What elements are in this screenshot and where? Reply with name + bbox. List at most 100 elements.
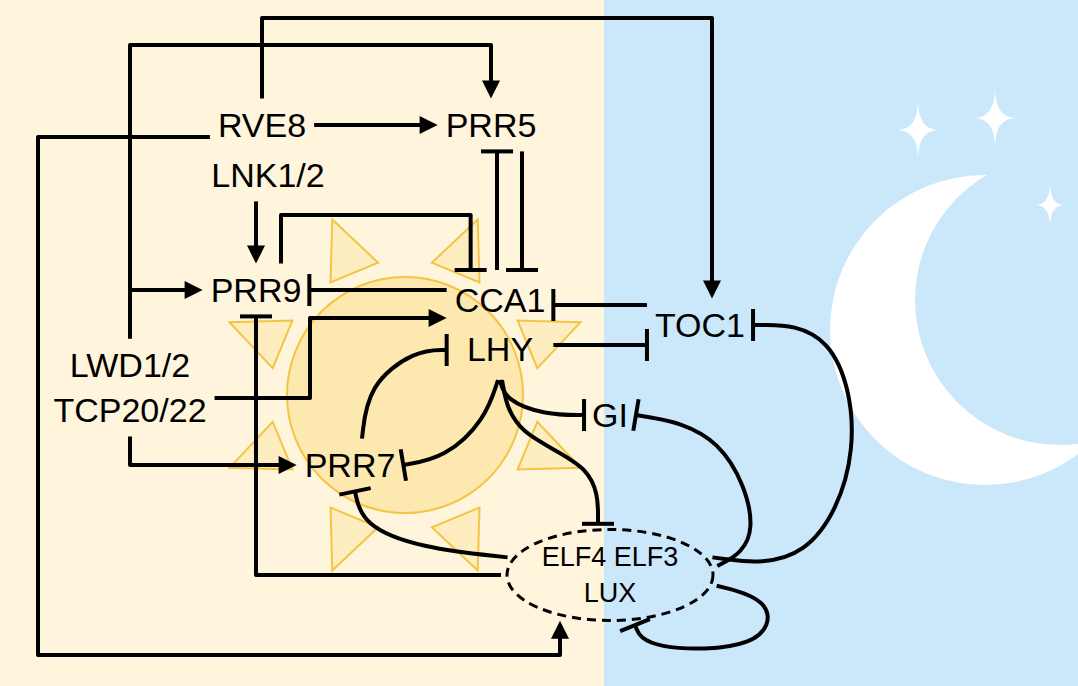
- sun-ray: [432, 508, 480, 571]
- gene-node: PRR7: [301, 443, 400, 488]
- arrow-head: [279, 456, 297, 474]
- gene-label: LHY: [455, 325, 546, 374]
- arrow-head: [551, 621, 569, 639]
- connector-line: [281, 215, 471, 270]
- arrow-head: [482, 81, 500, 99]
- gene-label: LWD1/2: [70, 345, 190, 386]
- connector-line: [254, 201, 258, 251]
- connector-line: [502, 380, 598, 524]
- gene-node: PRR9: [207, 268, 306, 313]
- gene-label: TOC1: [655, 305, 745, 346]
- regulation-connector: [620, 586, 767, 649]
- label-group: TCP20/22: [53, 390, 206, 431]
- label-group: GI: [592, 395, 628, 436]
- regulation-connector: [130, 45, 500, 339]
- connector-line: [130, 436, 285, 465]
- arrow-head: [703, 281, 721, 299]
- label-group: CCA1LHY: [455, 276, 546, 374]
- inhibition-bar: [481, 149, 513, 153]
- sun-ray: [230, 321, 293, 369]
- label-group: TOC1: [655, 305, 745, 346]
- connector-line: [262, 18, 712, 287]
- gene-node: TOC1: [651, 303, 749, 348]
- inhibition-bar: [240, 314, 272, 318]
- inhibition-bar: [445, 334, 449, 366]
- arrow-head: [247, 246, 265, 264]
- gene-label: LNK1/2: [211, 155, 324, 196]
- sun-ray: [331, 220, 379, 283]
- label-group: PRR7: [305, 445, 396, 486]
- inhibition-bar: [551, 289, 555, 321]
- regulation-connector: [481, 151, 513, 270]
- regulation-connector: [240, 316, 501, 575]
- regulation-connector: [130, 281, 203, 339]
- star: [1035, 183, 1065, 227]
- connector-line: [130, 45, 491, 339]
- inhibition-bar: [633, 399, 638, 431]
- complex-outline: [505, 528, 715, 623]
- gene-label: RVE8: [218, 105, 306, 146]
- regulation-connector: [712, 309, 851, 561]
- connector-line: [712, 325, 851, 561]
- regulation-connector: [281, 215, 487, 270]
- regulation-connector: [506, 151, 538, 270]
- star: [897, 100, 939, 160]
- regulation-connector: [633, 399, 750, 566]
- complex-outline: [507, 530, 713, 621]
- inhibition-bar: [751, 309, 755, 341]
- connector-line: [215, 318, 435, 398]
- gene-node: PRR5: [442, 103, 541, 148]
- complex-ellipse: ELF4 ELF3 LUX: [505, 528, 715, 623]
- connector-line: [256, 316, 501, 575]
- gene-node: LWD1/2: [66, 343, 194, 388]
- regulation-connector: [401, 380, 498, 481]
- gene-label: ELF4 ELF3 LUX: [535, 540, 685, 610]
- label-group: PRR5: [446, 105, 537, 146]
- connector-line: [38, 137, 560, 655]
- regulation-connector: [500, 380, 584, 431]
- arrow-head: [429, 309, 447, 327]
- regulation-connector: [309, 274, 446, 306]
- inhibition-bar: [582, 522, 614, 526]
- inhibition-bar: [582, 399, 586, 431]
- label-group: RVE8: [218, 105, 306, 146]
- arrow-head: [185, 281, 203, 299]
- label-group: LWD1/2: [70, 345, 190, 386]
- label-group: LNK1/2: [211, 155, 324, 196]
- regulation-connector: [553, 329, 647, 361]
- inhibition-bar: [455, 268, 487, 272]
- regulation-connector: [38, 137, 569, 655]
- connector-line: [309, 288, 446, 292]
- connector-line: [355, 491, 508, 557]
- gene-label: PRR5: [446, 105, 537, 146]
- connector-line: [403, 380, 498, 465]
- sun-ray: [331, 508, 379, 571]
- label-group: ELF4 ELF3 LUX: [535, 540, 685, 610]
- regulation-connector: [215, 309, 447, 398]
- inhibition-bar: [401, 449, 406, 481]
- gene-label: GI: [592, 395, 628, 436]
- connector-line: [520, 151, 524, 270]
- gene-node: CCA1LHY: [451, 274, 550, 376]
- regulation-connector: [130, 436, 297, 474]
- gene-label: PRR9: [211, 270, 302, 311]
- connector-line: [500, 380, 584, 415]
- inhibition-bar: [645, 329, 649, 361]
- connector-line: [553, 343, 647, 347]
- connector-line: [362, 350, 447, 439]
- inhibition-bar: [339, 488, 370, 495]
- connector-line: [314, 123, 426, 127]
- day-background: [0, 0, 604, 686]
- moon-shadow: [915, 155, 1078, 445]
- gene-node: RVE8: [214, 103, 310, 148]
- gene-node: LNK1/2: [207, 153, 328, 198]
- inhibition-bar: [506, 268, 538, 272]
- gene-label: CCA1: [455, 276, 546, 325]
- gene-label: TCP20/22: [53, 390, 206, 431]
- label-group: PRR9: [211, 270, 302, 311]
- arrow-head: [420, 116, 438, 134]
